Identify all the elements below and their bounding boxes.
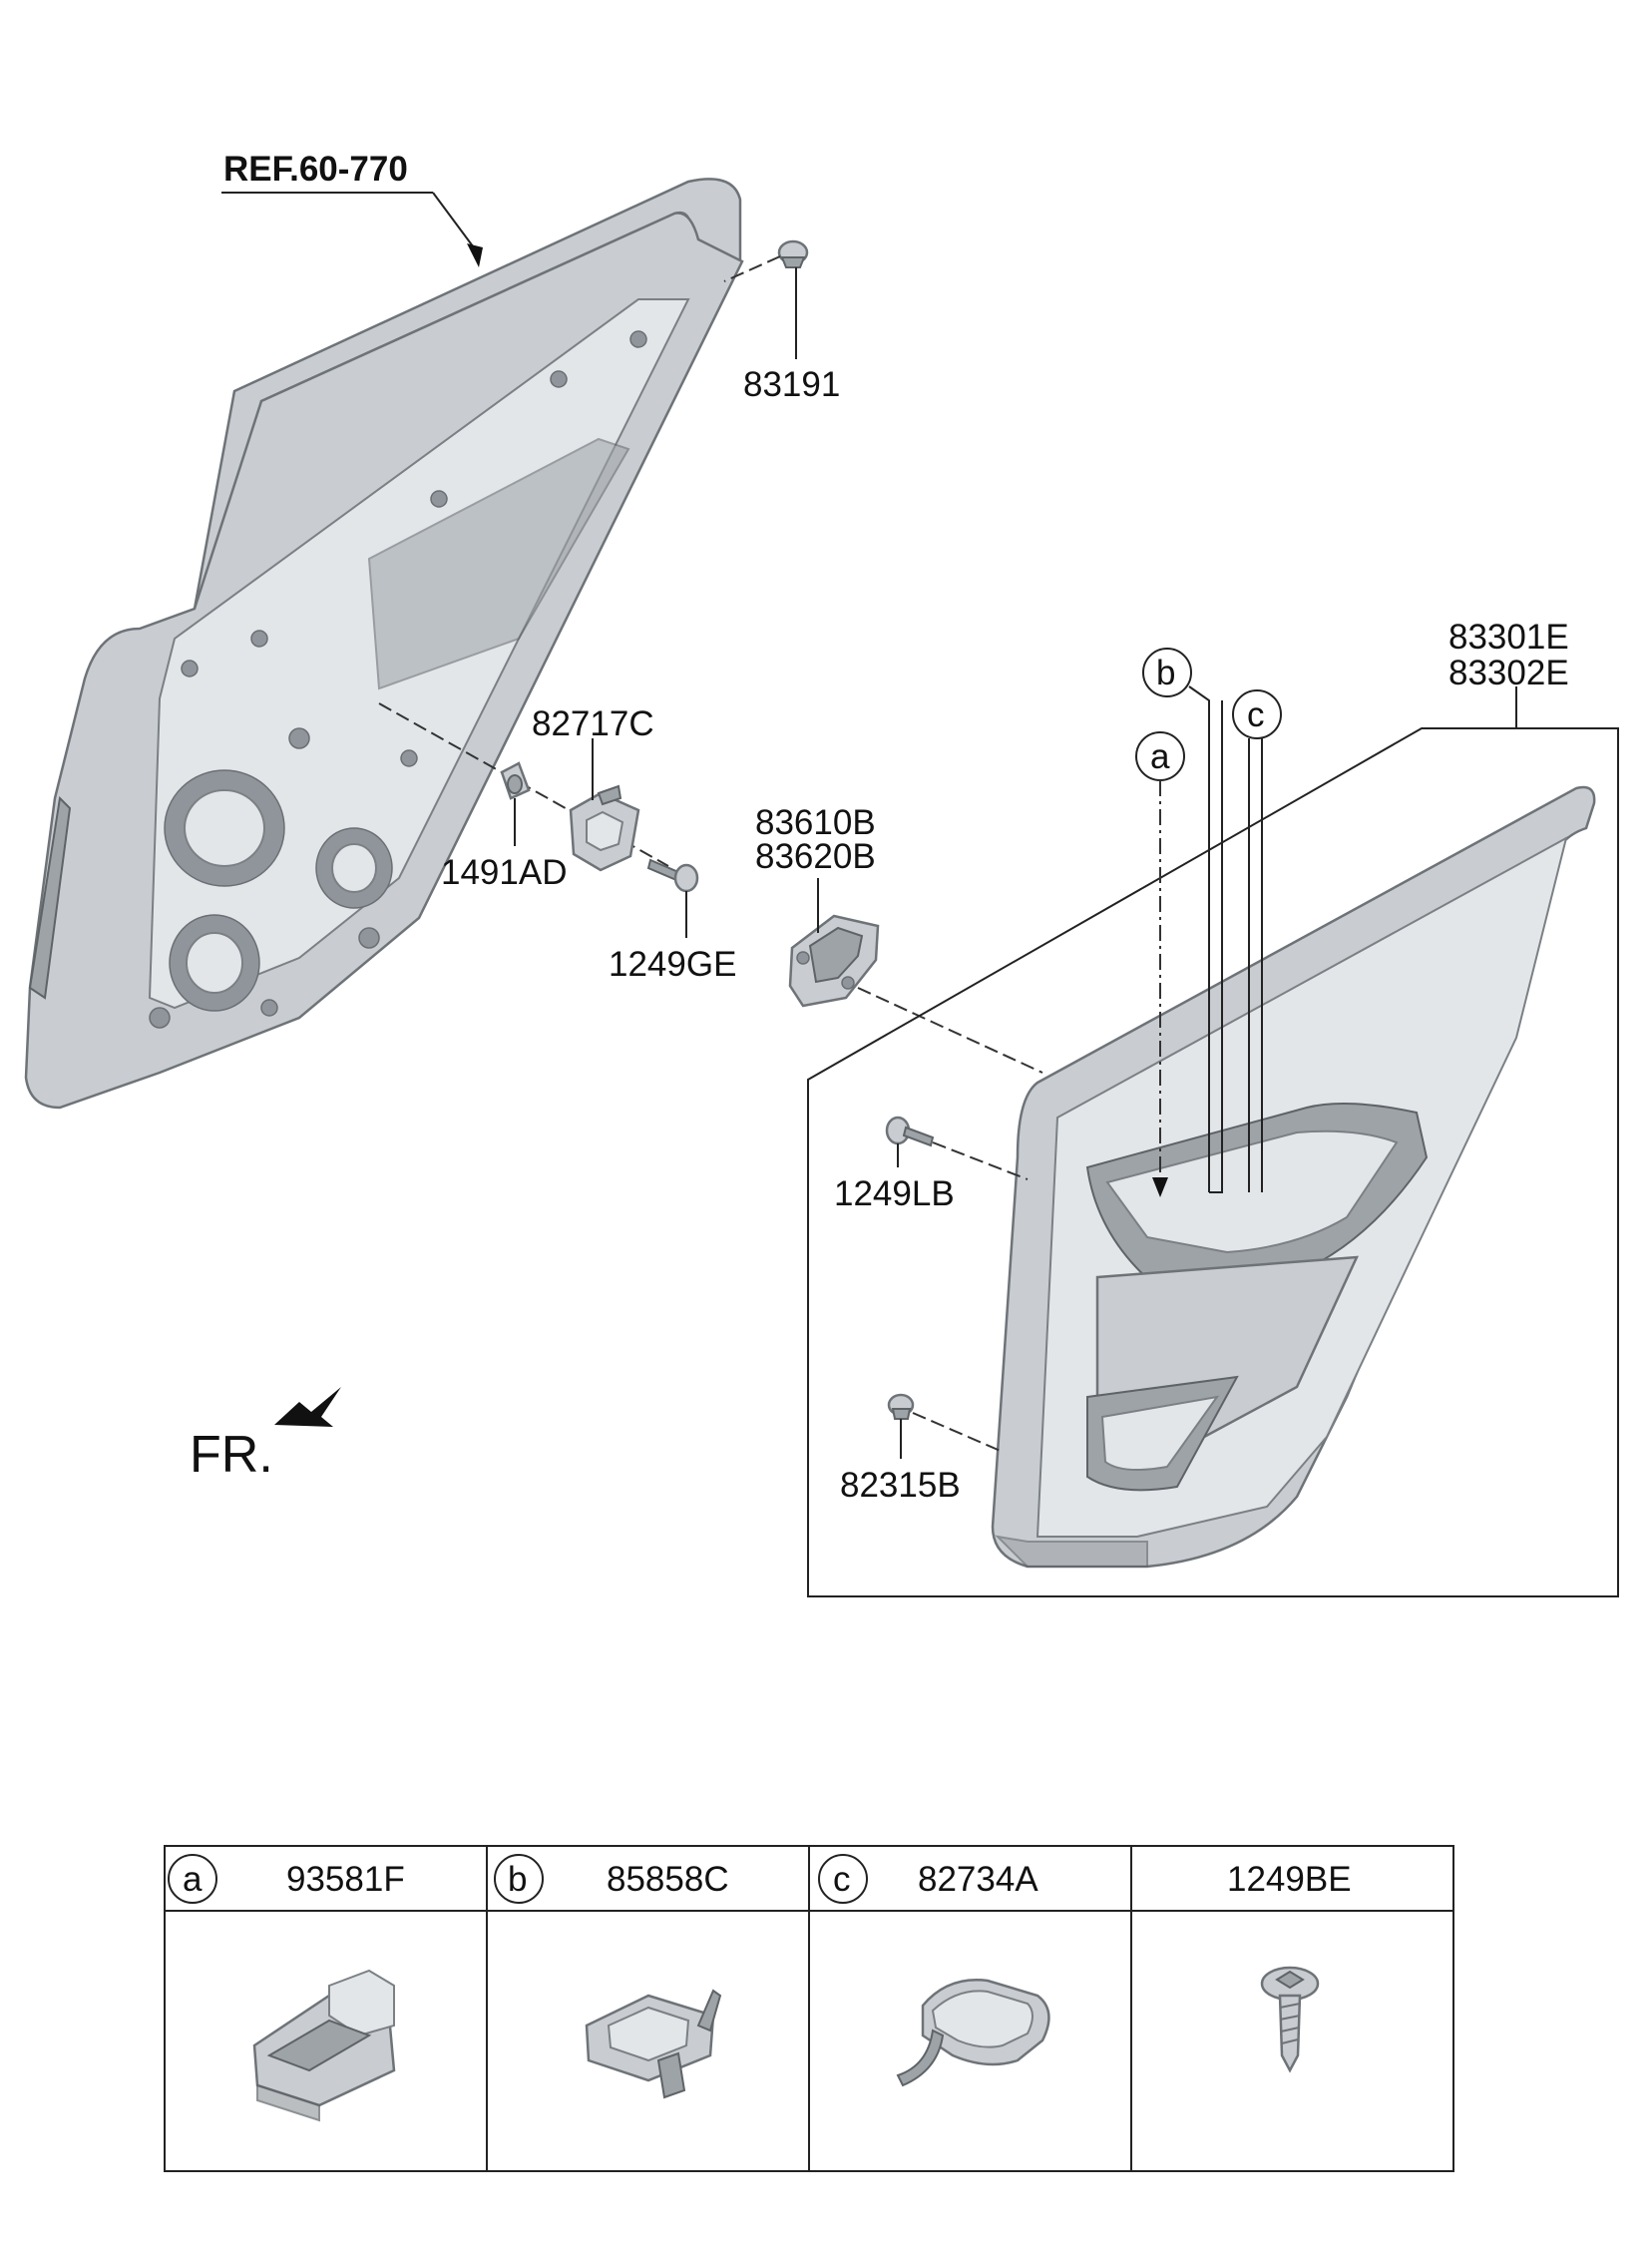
part-1249BE-illustration (1260, 1966, 1320, 2073)
ref-leader (432, 192, 480, 255)
table-letter-b-circle (494, 1854, 544, 1904)
callout-a-letter: a (1150, 737, 1170, 776)
label-83301E: 83301E (1448, 618, 1569, 657)
part-1249LB[interactable] (885, 1116, 935, 1147)
part-82315B[interactable] (887, 1393, 915, 1420)
table-letter-b: b (508, 1860, 527, 1899)
callout-a-arrow (1152, 1177, 1168, 1197)
dash-handle (857, 987, 1043, 1074)
ref-arrowhead (467, 243, 483, 267)
door-frame-illustration (24, 178, 744, 1110)
table-part-c[interactable]: 82734A (918, 1860, 1038, 1899)
part-82717C[interactable] (569, 784, 640, 872)
front-direction-label: FR. (190, 1426, 273, 1484)
label-82315B: 82315B (840, 1466, 961, 1505)
table-letter-c-circle (818, 1854, 868, 1904)
trim-assembly-box (807, 727, 1619, 1597)
callout-c-letter: c (1247, 695, 1265, 734)
label-83620B: 83620B (755, 837, 876, 876)
part-93581F-illustration (252, 1969, 396, 2122)
callout-c[interactable] (1232, 689, 1282, 739)
table-part-b[interactable]: 85858C (607, 1860, 729, 1899)
dash-1249LB (932, 1141, 1029, 1180)
door-trim-panel-illustration (991, 785, 1596, 1569)
callout-c-lines (1248, 738, 1263, 1192)
part-82734A-illustration (896, 1979, 1050, 2087)
callout-b[interactable] (1142, 648, 1192, 697)
table-letter-a-circle (168, 1854, 217, 1904)
part-85858C-illustration (585, 1989, 722, 2099)
label-1249LB: 1249LB (834, 1174, 955, 1213)
label-83191: 83191 (743, 365, 840, 404)
dash-83191 (723, 255, 781, 282)
label-1491AD: 1491AD (441, 853, 567, 892)
callout-b-line-2 (1209, 700, 1223, 1193)
callout-b-line-1 (1188, 685, 1210, 1192)
table-part-a[interactable]: 93581F (286, 1860, 405, 1899)
label-83610B: 83610B (755, 803, 876, 842)
callout-b-letter: b (1156, 654, 1175, 692)
table-letter-a: a (183, 1860, 203, 1899)
table-part-d[interactable]: 1249BE (1227, 1860, 1352, 1899)
ref-label: REF.60-770 (223, 150, 408, 189)
dash-82315B (912, 1412, 1004, 1453)
part-83191[interactable] (777, 239, 809, 268)
part-1491AD[interactable] (500, 761, 531, 800)
label-83302E: 83302E (1448, 654, 1569, 692)
front-direction-arrow (274, 1387, 341, 1427)
label-82717C: 82717C (532, 704, 654, 743)
legend-table (164, 1845, 1454, 2172)
table-letter-c: c (833, 1860, 851, 1899)
part-83610B-83620B[interactable] (788, 914, 880, 1008)
part-1249GE[interactable] (646, 858, 699, 893)
label-1249GE: 1249GE (609, 945, 736, 984)
